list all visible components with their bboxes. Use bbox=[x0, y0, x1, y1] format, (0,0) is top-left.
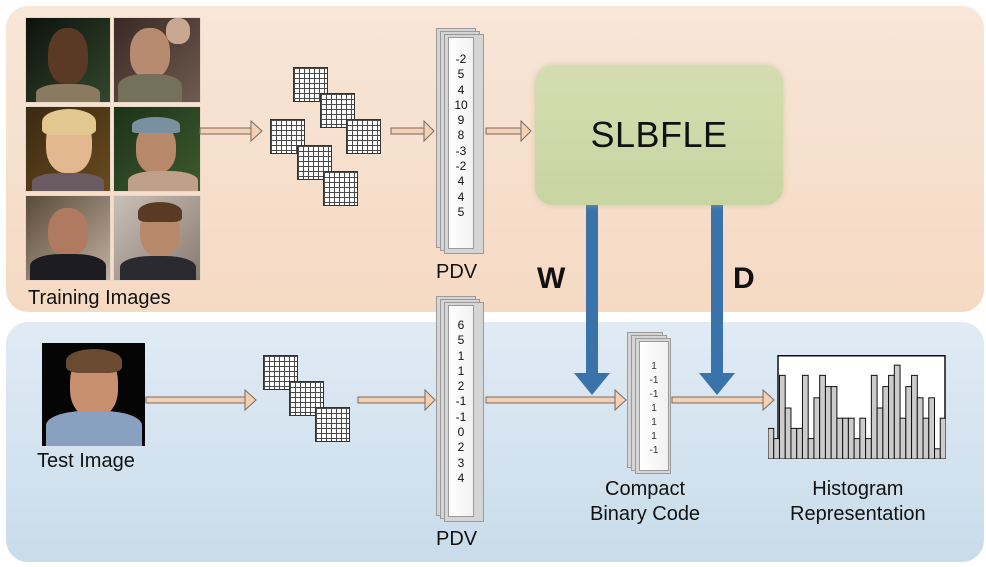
pdv-test-value: 5 bbox=[457, 333, 465, 348]
pdv-train-value: 9 bbox=[457, 113, 465, 128]
histogram-bar bbox=[842, 417, 849, 459]
training-face-1 bbox=[25, 17, 111, 103]
pdv-test-value: 1 bbox=[457, 348, 465, 363]
slbfle-method-box: SLBFLE bbox=[535, 65, 783, 205]
arrow-pdv-to-slbfle bbox=[485, 119, 532, 143]
histogram-chart bbox=[768, 355, 946, 459]
histogram-bar bbox=[819, 374, 826, 459]
d-codebook-label: D bbox=[733, 262, 755, 295]
histogram-bar bbox=[847, 417, 855, 459]
training-images-grid bbox=[25, 17, 201, 281]
pdv-test-value: 0 bbox=[457, 425, 465, 440]
patch-grid bbox=[346, 119, 381, 154]
patch-grid bbox=[297, 145, 332, 180]
histogram-bar bbox=[934, 448, 941, 459]
pdv-test-value: -1 bbox=[455, 409, 467, 424]
pdv-test-value: -1 bbox=[455, 394, 467, 409]
pdv-test-value: 2 bbox=[457, 379, 465, 394]
patch-grid bbox=[263, 355, 298, 390]
arrow-test-face-to-patches bbox=[145, 388, 257, 412]
histogram-bar bbox=[899, 417, 907, 459]
compact-binary-code-vector: 1 -1 -1 1 1 1 -1 bbox=[627, 332, 673, 474]
training-face-3 bbox=[25, 106, 111, 192]
slbfle-label: SLBFLE bbox=[590, 114, 728, 155]
binary-code-value: 1 bbox=[651, 431, 657, 442]
histogram-bar bbox=[876, 407, 884, 459]
pdv-train-value: 4 bbox=[457, 189, 465, 204]
histogram-bar bbox=[911, 374, 918, 459]
pdv-train-value: 5 bbox=[457, 67, 465, 82]
patch-grid bbox=[270, 119, 305, 154]
binary-code-value: 1 bbox=[651, 417, 657, 428]
binary-code-value: -1 bbox=[649, 375, 659, 386]
histogram-bar bbox=[801, 374, 809, 459]
training-face-5 bbox=[25, 195, 111, 281]
patch-grid bbox=[315, 407, 350, 442]
binary-code-value: 1 bbox=[651, 361, 657, 372]
patch-grid bbox=[289, 381, 324, 416]
pdv-test-value: 4 bbox=[457, 470, 465, 485]
compact-binary-code-label: Compact Binary Code bbox=[590, 478, 701, 525]
binary-code-value: -1 bbox=[649, 445, 659, 456]
histogram-bar bbox=[807, 438, 815, 459]
test-image-label: Test Image bbox=[37, 450, 135, 472]
training-face-4 bbox=[113, 106, 201, 192]
pdv-test-value: 2 bbox=[457, 440, 465, 455]
histogram-bar bbox=[790, 427, 798, 459]
training-images-label: Training Images bbox=[28, 287, 171, 309]
w-matrix-label: W bbox=[537, 262, 566, 295]
arrow-faces-to-patches bbox=[199, 119, 263, 143]
histogram-bar bbox=[796, 427, 803, 459]
histogram-bar bbox=[824, 386, 832, 459]
histogram-bar bbox=[870, 374, 878, 459]
pdv-label-train: PDV bbox=[436, 261, 478, 283]
projection-arrow-w bbox=[574, 205, 610, 395]
histogram-bar bbox=[922, 417, 930, 459]
training-face-2 bbox=[113, 17, 201, 103]
histogram-bar bbox=[893, 364, 901, 459]
pdv-test-value: 3 bbox=[457, 455, 465, 470]
histogram-bar bbox=[778, 374, 786, 459]
histogram-bar bbox=[784, 407, 792, 459]
histogram-bar bbox=[928, 397, 936, 459]
pdv-label-test: PDV bbox=[436, 528, 478, 550]
pdv-test-value: 6 bbox=[457, 318, 465, 332]
arrow-patches-to-pdv-test bbox=[357, 388, 436, 412]
pdv-train-value: -3 bbox=[455, 143, 467, 158]
pdv-train-value: 4 bbox=[457, 82, 465, 97]
training-face-6 bbox=[113, 195, 201, 281]
pdv-train-value: -2 bbox=[455, 52, 467, 66]
histogram-bar bbox=[905, 386, 913, 459]
arrow-pdv-to-binary-code bbox=[485, 388, 627, 412]
histogram-bar bbox=[830, 386, 838, 459]
pdv-train-value: 8 bbox=[457, 128, 465, 143]
projection-arrow-d bbox=[699, 205, 735, 395]
histogram-bar bbox=[836, 417, 844, 459]
histogram-bar bbox=[813, 397, 821, 459]
histogram-bar bbox=[853, 438, 861, 459]
binary-code-value: 1 bbox=[651, 403, 657, 414]
patch-grid bbox=[323, 171, 358, 206]
pdv-train-value: 10 bbox=[454, 97, 468, 112]
test-face-image bbox=[42, 343, 145, 446]
pdv-train-value: 4 bbox=[457, 174, 465, 189]
arrow-binary-code-to-histogram bbox=[671, 388, 775, 412]
arrow-patches-to-pdv-train bbox=[390, 119, 435, 143]
histogram-bar bbox=[888, 374, 895, 459]
histogram-bar bbox=[882, 386, 890, 459]
pdv-train-value: 5 bbox=[457, 204, 465, 219]
histogram-bar bbox=[859, 417, 867, 459]
histogram-bar bbox=[916, 397, 924, 459]
histogram-bar bbox=[773, 438, 780, 459]
histogram-bar bbox=[865, 438, 872, 459]
pdv-test-value: 1 bbox=[457, 363, 465, 378]
binary-code-value: -1 bbox=[649, 389, 659, 400]
pdv-train-value: -2 bbox=[455, 159, 467, 174]
histogram-bar bbox=[939, 417, 946, 459]
histogram-representation-label: Histogram Representation bbox=[790, 478, 926, 525]
histogram-bar bbox=[768, 427, 775, 459]
